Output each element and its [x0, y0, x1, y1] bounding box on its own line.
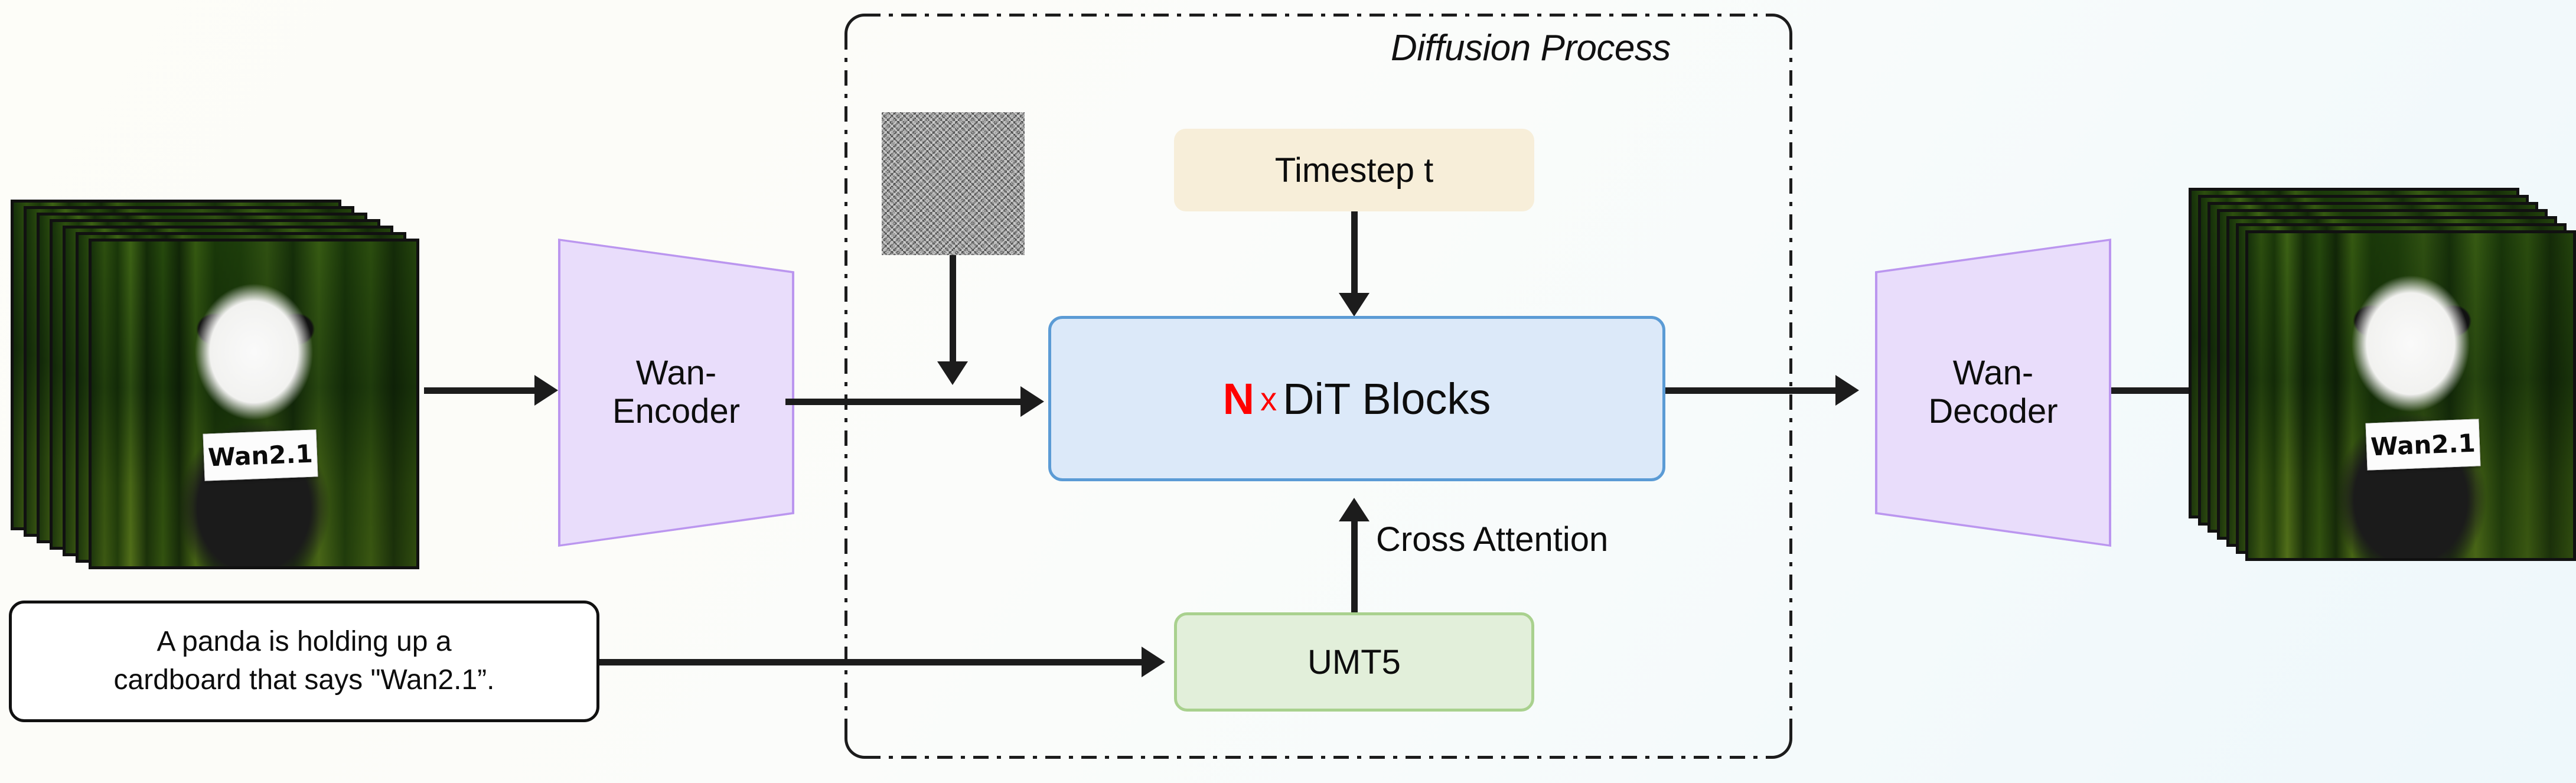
- arrow-umt5-to-dit-head: [1339, 498, 1369, 521]
- diffusion-corner-bottom-left: [844, 734, 869, 759]
- timestep-label: Timestep t: [1274, 151, 1434, 190]
- umt5-label: UMT5: [1307, 642, 1401, 681]
- wan-decoder-node[interactable]: Wan- Decoder: [1875, 239, 2111, 547]
- wan-encoder-face: Wan- Encoder: [560, 241, 792, 544]
- arrow-dit-to-decoder-head: [1835, 375, 1859, 406]
- panda-sign: Wan2.1: [203, 429, 318, 481]
- arrow-input-to-encoder-head: [534, 375, 558, 406]
- arrow-dit-to-decoder-line: [1665, 387, 1837, 394]
- prompt-text: A panda is holding up a cardboard that s…: [114, 623, 495, 700]
- output-video-frame-stack: Wan2.1: [2189, 188, 2576, 578]
- wan-decoder-face: Wan- Decoder: [1877, 241, 2109, 544]
- arrow-noise-down-line: [950, 255, 956, 363]
- prompt-text-box[interactable]: A panda is holding up a cardboard that s…: [9, 601, 599, 722]
- cross-attention-label: Cross Attention: [1376, 520, 1609, 559]
- wan-decoder-label-line2: Decoder: [1928, 392, 2058, 430]
- umt5-node[interactable]: UMT5: [1174, 612, 1534, 712]
- diffusion-border-right: [1789, 34, 1792, 738]
- arrow-umt5-to-dit-line: [1351, 521, 1358, 614]
- wan-encoder-label: Wan- Encoder: [612, 354, 740, 431]
- prompt-text-line1: A panda is holding up a: [156, 626, 452, 658]
- wan-encoder-label-line1: Wan-: [635, 354, 717, 393]
- arrow-encoder-to-dit-line: [785, 399, 1022, 405]
- arrow-prompt-to-umt5-line: [599, 659, 1143, 665]
- diffusion-corner-bottom-right: [1768, 734, 1792, 759]
- arrow-decoder-to-output-line: [2111, 387, 2194, 394]
- dit-blocks-label: DiT Blocks: [1283, 374, 1491, 423]
- wan-encoder-node[interactable]: Wan- Encoder: [558, 239, 794, 547]
- diffusion-process-title: Diffusion Process: [1391, 28, 1671, 68]
- video-frame-front: Wan2.1: [2245, 230, 2576, 561]
- panda-sign: Wan2.1: [2365, 419, 2481, 471]
- timestep-node[interactable]: Timestep t: [1174, 129, 1534, 211]
- gaussian-noise-patch: [882, 112, 1025, 255]
- input-video-frame-stack: Wan2.1: [11, 200, 424, 578]
- dit-times-symbol: x: [1260, 380, 1277, 417]
- diffusion-corner-top-right: [1768, 14, 1792, 38]
- arrow-noise-down-head: [937, 361, 968, 385]
- arrow-timestep-to-dit-head: [1339, 293, 1369, 317]
- diffusion-border-top: [865, 14, 1772, 17]
- prompt-text-line2: cardboard that says "Wan2.1”.: [113, 664, 495, 696]
- arrow-timestep-to-dit-line: [1351, 211, 1358, 294]
- diffusion-border-left: [844, 34, 847, 738]
- diffusion-border-bottom: [865, 756, 1772, 759]
- dit-repeat-count: N: [1222, 374, 1255, 423]
- diffusion-corner-top-left: [844, 14, 869, 38]
- wan-decoder-label: Wan- Decoder: [1928, 354, 2057, 431]
- arrow-input-to-encoder-line: [424, 387, 536, 394]
- video-frame-front: Wan2.1: [89, 239, 419, 569]
- arrow-prompt-to-umt5-head: [1142, 647, 1165, 677]
- arrow-encoder-to-dit-head: [1020, 386, 1044, 417]
- wan-decoder-label-line1: Wan-: [1952, 354, 2034, 393]
- wan-encoder-label-line2: Encoder: [612, 392, 741, 430]
